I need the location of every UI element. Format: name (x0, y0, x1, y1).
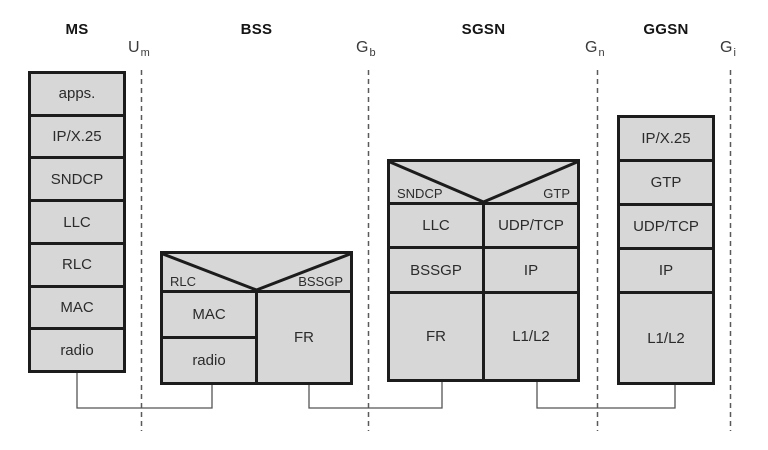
relay-label-bss-bssgp: BSSGP (298, 274, 343, 289)
interface-main: U (128, 39, 140, 56)
interface-label-um: Um (128, 39, 150, 59)
cell-ms-radio: radio (31, 330, 123, 371)
cell-ggsn-l1l2: L1/L2 (620, 294, 712, 382)
stack-bss-left-column: MAC radio (163, 293, 255, 382)
cell-ms-llc: LLC (31, 202, 123, 242)
cell-ms-rlc: RLC (31, 244, 123, 285)
cell-ms-ipx25: IP/X.25 (31, 116, 123, 157)
cell-sgsn-bssgp: BSSGP (390, 249, 482, 291)
stack-sgsn-left-column: LLC BSSGP FR (390, 205, 482, 379)
cell-ggsn-ip: IP (620, 250, 712, 291)
interface-label-gb: Gb (356, 39, 376, 59)
node-title-ggsn: GGSN (643, 21, 689, 38)
node-title-ms: MS (65, 21, 89, 38)
relay-section-sgsn: SNDCP GTP (390, 162, 577, 202)
stack-sgsn: SNDCP GTP LLC BSSGP FR UDP/TCP IP L1/L2 (387, 159, 580, 382)
cell-ggsn-ipx25: IP/X.25 (620, 118, 712, 159)
stack-sgsn-body: LLC BSSGP FR UDP/TCP IP L1/L2 (390, 205, 577, 379)
interface-label-gi: Gi (720, 39, 736, 59)
connector-bss-sgsn (308, 382, 443, 409)
cell-sgsn-llc: LLC (390, 205, 482, 246)
interface-label-gn: Gn (585, 39, 605, 59)
cell-ms-apps: apps. (31, 74, 123, 114)
stack-ms: apps. IP/X.25 SNDCP LLC RLC MAC radio (28, 71, 126, 373)
stack-bss: RLC BSSGP MAC radio FR (160, 251, 353, 385)
cell-ms-mac: MAC (31, 287, 123, 328)
interface-sub: n (598, 47, 605, 59)
interface-sub: m (140, 47, 150, 59)
interface-main: G (585, 39, 598, 56)
stack-bss-body: MAC radio FR (163, 293, 350, 382)
stack-ggsn: IP/X.25 GTP UDP/TCP IP L1/L2 (617, 115, 715, 385)
cell-sgsn-l1l2: L1/L2 (485, 294, 577, 379)
interface-sub: i (733, 47, 736, 59)
cell-sgsn-ip: IP (485, 249, 577, 291)
stack-bss-right-column: FR (258, 293, 350, 382)
cell-ggsn-gtp: GTP (620, 162, 712, 203)
stack-sgsn-right-column: UDP/TCP IP L1/L2 (485, 205, 577, 379)
relay-section-bss: RLC BSSGP (163, 254, 350, 290)
interface-main: G (720, 39, 733, 56)
relay-label-sgsn-gtp: GTP (543, 186, 570, 201)
cell-sgsn-udptcp: UDP/TCP (485, 205, 577, 246)
cell-sgsn-fr: FR (390, 294, 482, 379)
cell-bss-fr: FR (258, 293, 350, 382)
interface-main: G (356, 39, 369, 56)
connector-sgsn-ggsn (536, 382, 676, 409)
cell-bss-mac: MAC (163, 293, 255, 336)
node-title-sgsn: SGSN (461, 21, 506, 38)
cell-bss-radio: radio (163, 339, 255, 382)
cell-ms-sndcp: SNDCP (31, 159, 123, 200)
relay-label-sgsn-sndcp: SNDCP (397, 186, 443, 201)
interface-sub: b (369, 47, 376, 59)
relay-crossover-lines-icon (390, 162, 577, 202)
relay-crossover-lines-icon (163, 254, 350, 290)
relay-label-bss-rlc: RLC (170, 274, 197, 289)
node-title-bss: BSS (240, 21, 273, 38)
cell-ggsn-udptcp: UDP/TCP (620, 206, 712, 247)
